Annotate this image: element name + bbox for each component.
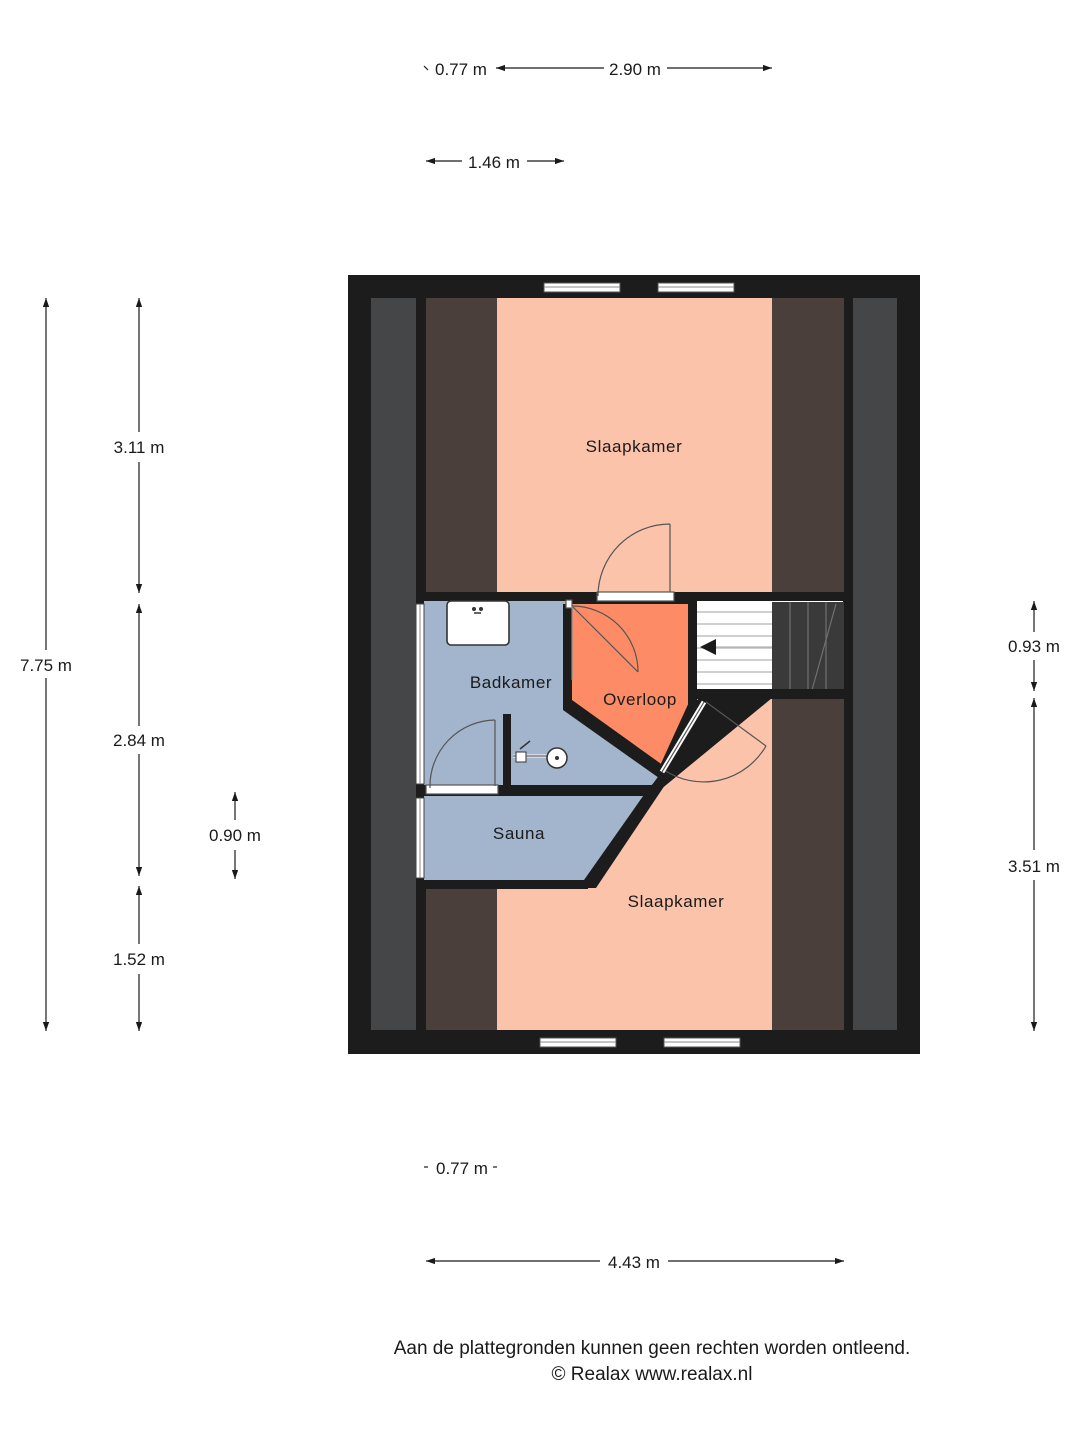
dim-left-090: 0.90 m xyxy=(209,826,261,845)
label-badkamer: Badkamer xyxy=(470,673,552,692)
dim-left-775: 7.75 m xyxy=(20,656,72,675)
room-badkamer xyxy=(422,600,660,790)
roof-slope-right-outer xyxy=(853,298,897,1030)
roof-slope-left-bottom xyxy=(426,886,497,1030)
dim-right-351: 3.51 m xyxy=(1008,857,1060,876)
sink-icon xyxy=(446,600,510,646)
roof-slope-right-top xyxy=(772,298,844,592)
wall-diagonal-landing xyxy=(658,700,700,774)
room-slaapkamer-top xyxy=(497,298,772,592)
label-slaapkamer-top: Slaapkamer xyxy=(586,437,683,456)
label-overloop: Overloop xyxy=(603,690,677,709)
stair-steps xyxy=(696,611,772,685)
room-slaapkamer-bottom xyxy=(497,698,772,1030)
wall-diagonal-sauna xyxy=(584,776,667,888)
dim-left-284: 2.84 m xyxy=(113,731,165,750)
room-sauna xyxy=(422,796,644,880)
arrow-left-icon xyxy=(700,639,716,655)
roof-slope-left-top xyxy=(426,298,497,592)
dim-right-093: 0.93 m xyxy=(1008,637,1060,656)
dimension-lines xyxy=(42,64,1038,1265)
dim-bottom-077: 0.77 m xyxy=(436,1159,488,1178)
room-overloop xyxy=(572,604,698,768)
dim-top-077: 0.77 m xyxy=(435,60,487,79)
dim-left-311: 3.11 m xyxy=(114,438,165,457)
disclaimer-line-2: © Realax www.realax.nl xyxy=(552,1364,753,1385)
doors xyxy=(425,523,767,795)
disclaimer-line-1: Aan de plattegronden kunnen geen rechten… xyxy=(394,1338,911,1359)
dim-top-146: 1.46 m xyxy=(468,153,520,172)
shower-icon xyxy=(513,740,568,769)
building xyxy=(348,275,920,1054)
label-slaapkamer-bottom: Slaapkamer xyxy=(628,892,725,911)
exterior-windows xyxy=(539,282,741,1048)
roof-slope-right-bottom xyxy=(772,698,844,1030)
interior-window xyxy=(415,603,425,879)
wall-diagonal-bath xyxy=(563,604,664,778)
dim-bottom-443: 4.43 m xyxy=(608,1253,660,1272)
dim-left-152: 1.52 m xyxy=(113,950,165,969)
dim-top-290: 2.90 m xyxy=(609,60,661,79)
roof-slope-left-outer xyxy=(371,298,416,1030)
label-sauna: Sauna xyxy=(493,824,545,843)
